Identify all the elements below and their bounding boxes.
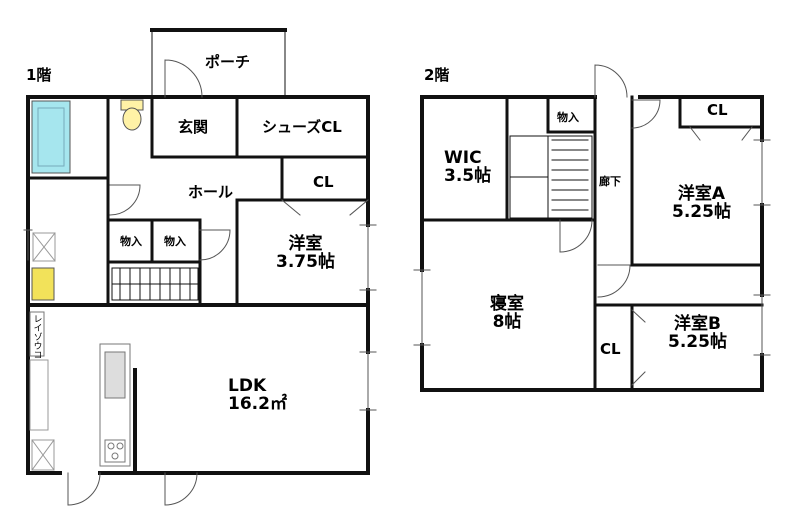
cupboard [29, 359, 55, 471]
first-floor-exterior-walls [26, 95, 370, 475]
room-b-name: 洋室B [673, 314, 721, 334]
hall-label: ホール [188, 183, 234, 201]
corridor-label: 廊下 [599, 175, 621, 188]
entrance-label: 玄関 [178, 118, 209, 136]
first-floor-doors [23, 59, 377, 506]
second-floor-doors [413, 64, 771, 386]
washing-machine-space [32, 232, 56, 262]
kitchen-counter [99, 343, 131, 467]
room-b-size: 5.25帖 [668, 331, 727, 352]
western-room-label: 洋室 3.75帖 [276, 234, 335, 272]
second-floor-label: 2階 [424, 66, 450, 84]
western-room-size: 3.75帖 [276, 251, 335, 272]
ldk-label: LDK 16.2㎡ [228, 376, 287, 414]
refrigerator-label: レイゾウコ [31, 314, 42, 359]
bedroom-size: 8帖 [492, 311, 522, 332]
washbasin [31, 267, 55, 301]
room-a-closet-label: CL [707, 101, 728, 119]
room-a-name: 洋室A [677, 184, 726, 204]
ldk-size: 16.2㎡ [228, 393, 287, 414]
refrigerator-space [29, 311, 45, 357]
porch-outline [150, 28, 287, 98]
toilet [120, 99, 144, 131]
bedroom-name: 寝室 [490, 294, 524, 314]
wic-name: WIC [444, 148, 482, 168]
storage-2f-label: 物入 [557, 111, 579, 124]
closet-1f-label: CL [313, 173, 334, 191]
ldk-name: LDK [228, 376, 267, 396]
second-floor-interior-walls [420, 95, 764, 392]
shoes-closet-label: シューズCL [262, 118, 342, 136]
room-a-label: 洋室A 5.25帖 [672, 184, 731, 222]
storage-1f-2-label: 物入 [164, 235, 186, 248]
first-floor-label: 1階 [26, 66, 52, 84]
storage-1f-1-label: 物入 [120, 235, 142, 248]
wic-label: WIC 3.5帖 [444, 148, 492, 186]
wic-size: 3.5帖 [444, 165, 492, 186]
second-floor-stairs [509, 135, 593, 219]
second-floor-exterior-walls [420, 95, 764, 392]
bedroom-label: 寝室 8帖 [490, 294, 524, 332]
room-b-label: 洋室B 5.25帖 [668, 314, 727, 352]
first-floor-stairs [111, 267, 199, 301]
western-room-name: 洋室 [288, 234, 323, 254]
room-b-closet-label: CL [600, 340, 621, 358]
room-a-size: 5.25帖 [672, 201, 731, 222]
porch-label: ポーチ [205, 53, 251, 71]
